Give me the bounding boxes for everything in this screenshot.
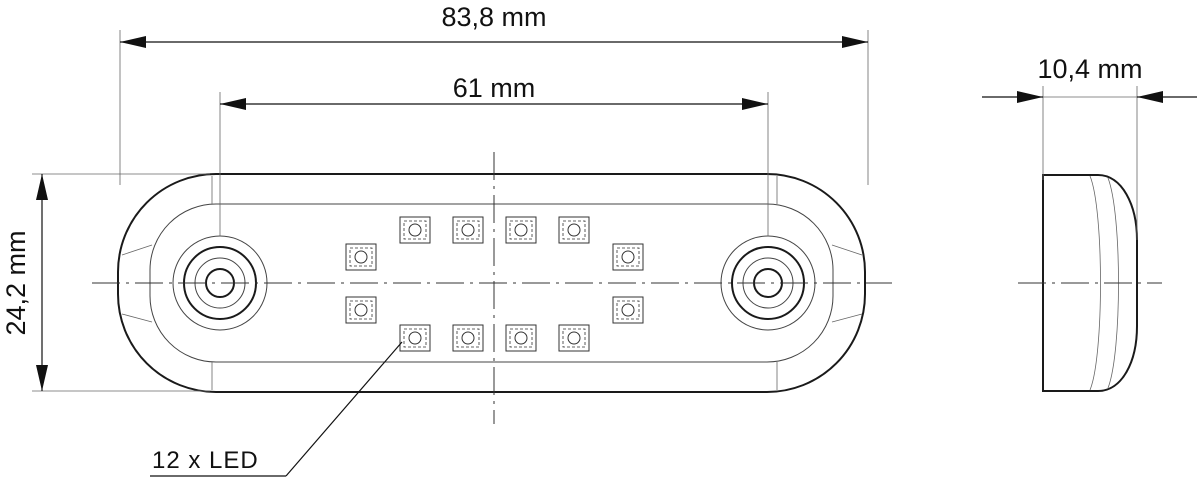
led-callout: 12 x LED <box>150 341 403 477</box>
hole-spacing-label: 61 mm <box>453 73 536 103</box>
front-view <box>92 152 892 424</box>
led-chip <box>505 324 537 352</box>
led-chip <box>399 324 431 352</box>
dimension-overall-length: 83,8 mm <box>119 2 869 185</box>
led-chip <box>452 324 484 352</box>
led-chip <box>399 216 431 244</box>
depth-label: 10,4 mm <box>1037 54 1142 84</box>
height-label: 24,2 mm <box>1 230 31 335</box>
led-chip <box>612 296 644 324</box>
overall-length-label: 83,8 mm <box>441 2 546 32</box>
led-chip <box>505 216 537 244</box>
led-array <box>345 216 644 352</box>
led-chip <box>558 216 590 244</box>
led-chip <box>558 324 590 352</box>
side-profile-outline <box>1042 174 1138 392</box>
dimension-height: 24,2 mm <box>1 173 210 392</box>
led-chip <box>345 296 377 324</box>
led-callout-label: 12 x LED <box>152 447 259 474</box>
dimension-hole-spacing: 61 mm <box>219 73 769 236</box>
side-view <box>1018 174 1162 392</box>
led-chip <box>452 216 484 244</box>
dimension-depth: 10,4 mm <box>982 54 1197 240</box>
led-chip <box>345 243 377 271</box>
led-chip <box>612 243 644 271</box>
